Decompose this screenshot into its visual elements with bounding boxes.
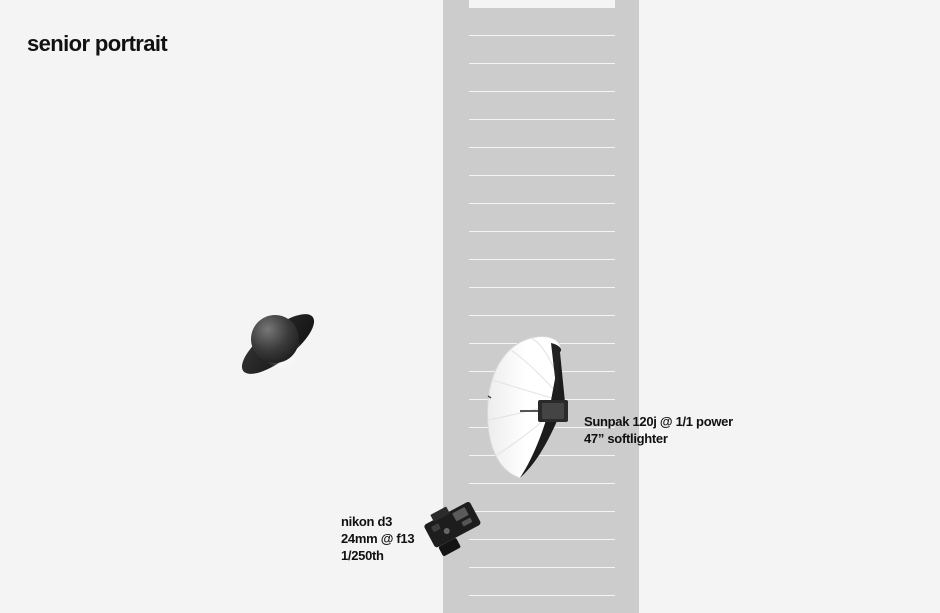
flash-head-icon xyxy=(520,400,568,422)
railroad-tie xyxy=(443,120,639,147)
person-top-view-icon xyxy=(241,314,315,374)
railroad-tie xyxy=(443,540,639,567)
railroad-tie xyxy=(443,92,639,119)
lens-aperture-text: 24mm @ f13 xyxy=(341,531,415,546)
flash-settings-label: Sunpak 120j @ 1/1 power 47” softlighter xyxy=(584,413,733,447)
railroad-tie xyxy=(443,596,639,613)
railroad-tie xyxy=(443,148,639,175)
railroad-tie xyxy=(443,288,639,315)
railroad-tie xyxy=(443,232,639,259)
railroad-tie xyxy=(443,484,639,511)
flash-model-text: Sunpak 120j @ 1/1 power xyxy=(584,414,733,429)
modifier-text: 47” softlighter xyxy=(584,431,668,446)
railroad-tie xyxy=(443,176,639,203)
page-title: senior portrait xyxy=(27,31,168,56)
railroad-tie xyxy=(443,456,639,483)
shutter-speed-text: 1/250th xyxy=(341,548,384,563)
railroad-tie xyxy=(443,64,639,91)
railroad-tie xyxy=(443,8,639,35)
camera-settings-label: nikon d3 24mm @ f13 1/250th xyxy=(341,513,415,564)
railroad-tie xyxy=(443,36,639,63)
camera-model-text: nikon d3 xyxy=(341,514,393,529)
railroad-tie xyxy=(443,568,639,595)
railroad-tie xyxy=(443,260,639,287)
camera-top-view-icon xyxy=(424,502,481,556)
railroad-tie xyxy=(443,204,639,231)
